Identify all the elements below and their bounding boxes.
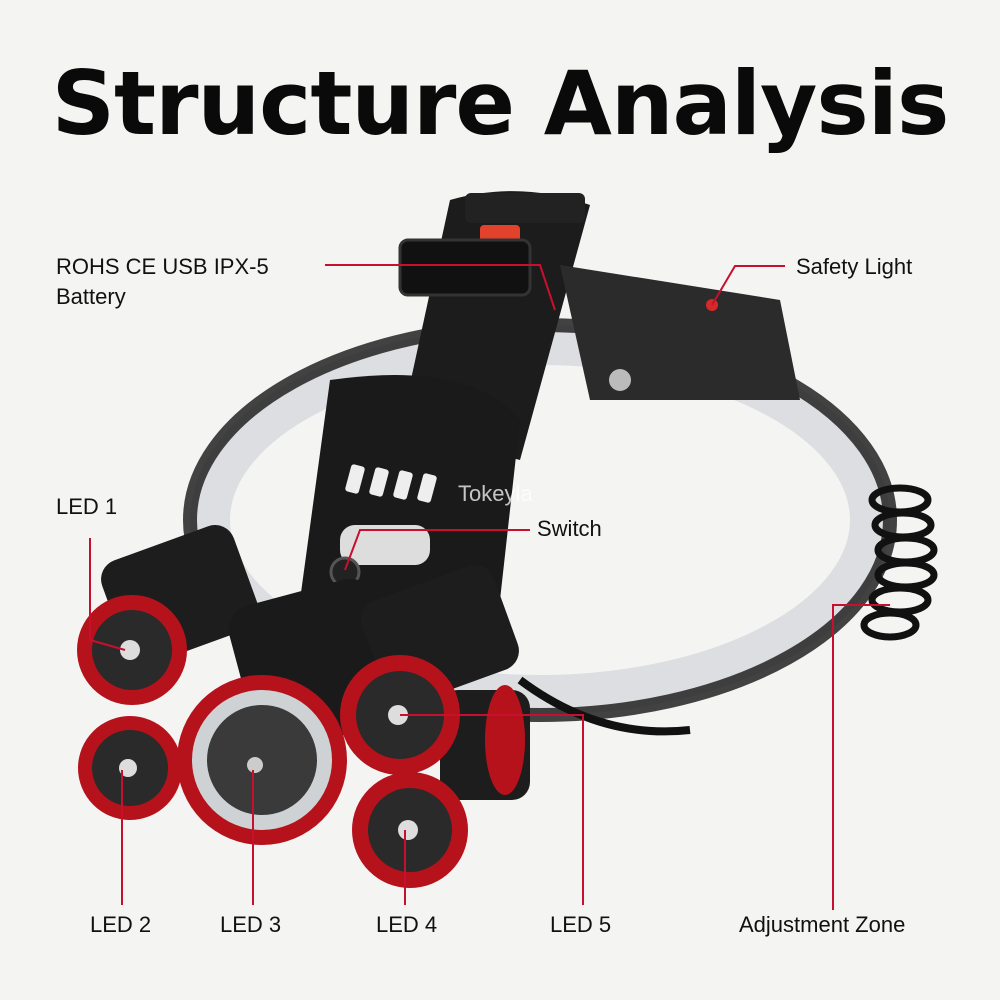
label-led5: LED 5	[550, 912, 612, 937]
coiled-cable	[860, 484, 938, 641]
battery-box	[560, 265, 800, 400]
label-adjustment-zone: Adjustment Zone	[739, 912, 906, 937]
leader-adjustment	[832, 604, 890, 910]
label-battery-line1: ROHS CE USB IPX-5	[56, 254, 269, 279]
leader-switch	[344, 529, 530, 571]
label-led3: LED 3	[220, 912, 282, 937]
led-3-lamp	[177, 578, 402, 845]
leader-led5	[400, 714, 584, 905]
label-battery: ROHS CE USB IPX-5 Battery	[56, 252, 269, 312]
leader-lines	[89, 264, 890, 910]
led-5-lamp	[440, 685, 530, 800]
leader-safety-light	[711, 265, 785, 306]
label-switch: Switch	[537, 516, 602, 541]
led-2-lamp	[78, 716, 182, 820]
led-1-lamp	[77, 525, 259, 705]
label-led4: LED 4	[376, 912, 438, 937]
page-title: Structure Analysis	[51, 52, 950, 155]
buckle	[398, 238, 532, 297]
leader-battery	[325, 264, 556, 311]
leader-led1	[89, 538, 126, 651]
watermark: Tokeyla	[458, 481, 533, 506]
label-led2: LED 2	[90, 912, 152, 937]
label-led1: LED 1	[56, 494, 118, 519]
label-battery-line2: Battery	[56, 284, 126, 309]
label-safety-light: Safety Light	[796, 254, 913, 279]
